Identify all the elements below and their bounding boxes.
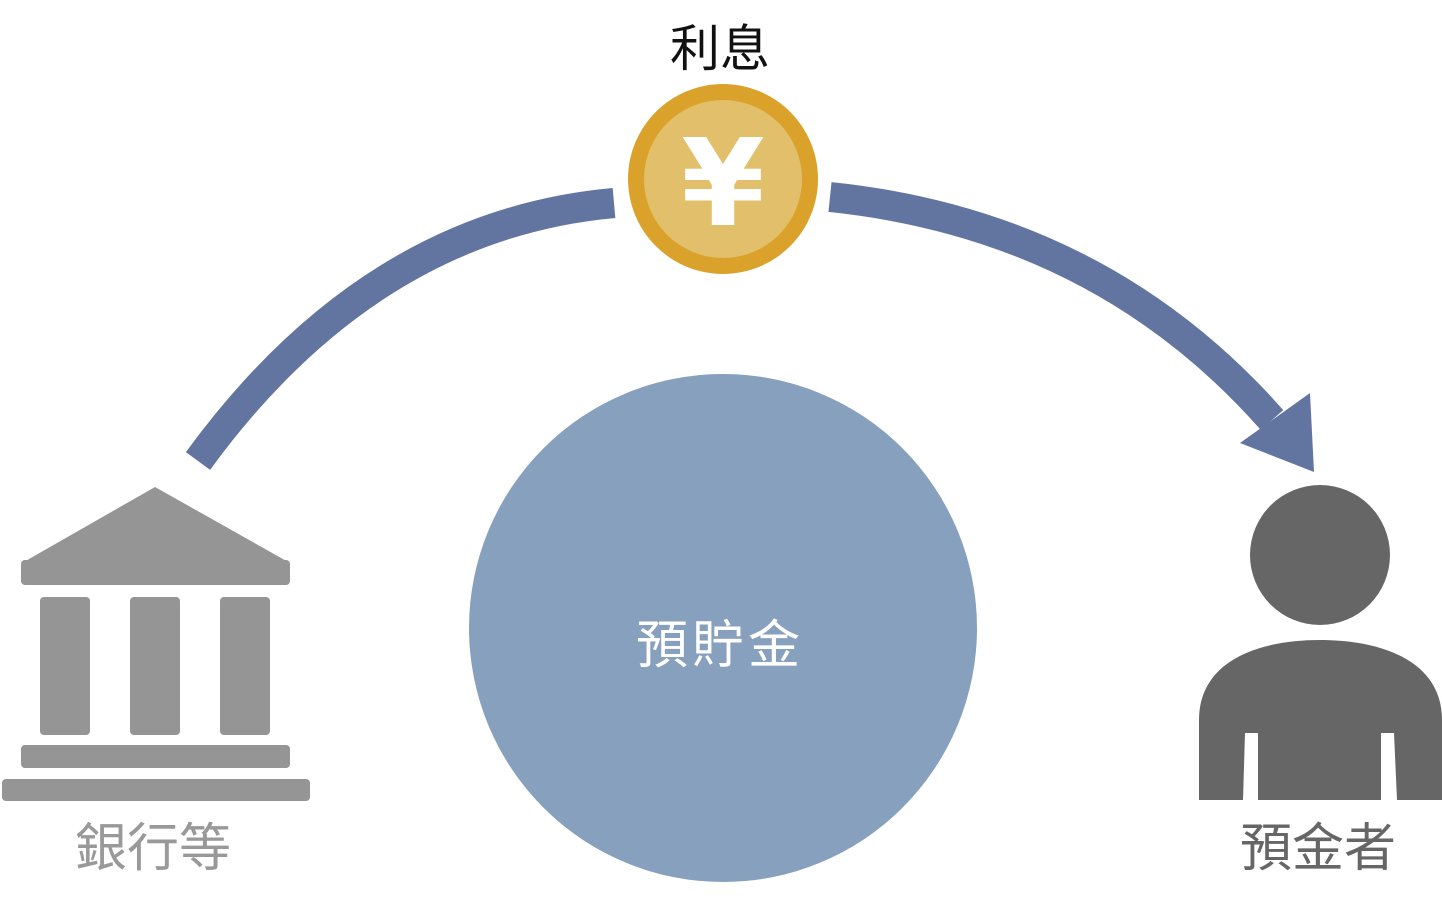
bank-icon: [2, 487, 310, 801]
savings-label: 預貯金: [636, 616, 804, 676]
person-icon: [1199, 485, 1442, 800]
yen-coin-icon: ¥: [627, 83, 819, 275]
interest-title: 利息: [670, 20, 770, 78]
arrowhead-icon: [1240, 393, 1314, 472]
flow-arc-right: [828, 182, 1284, 430]
savings-circle: [469, 374, 977, 882]
flow-arc-left: [185, 188, 616, 470]
depositor-label: 預金者: [1240, 819, 1396, 879]
bank-label: 銀行等: [75, 819, 231, 879]
yen-symbol: ¥: [681, 115, 765, 254]
